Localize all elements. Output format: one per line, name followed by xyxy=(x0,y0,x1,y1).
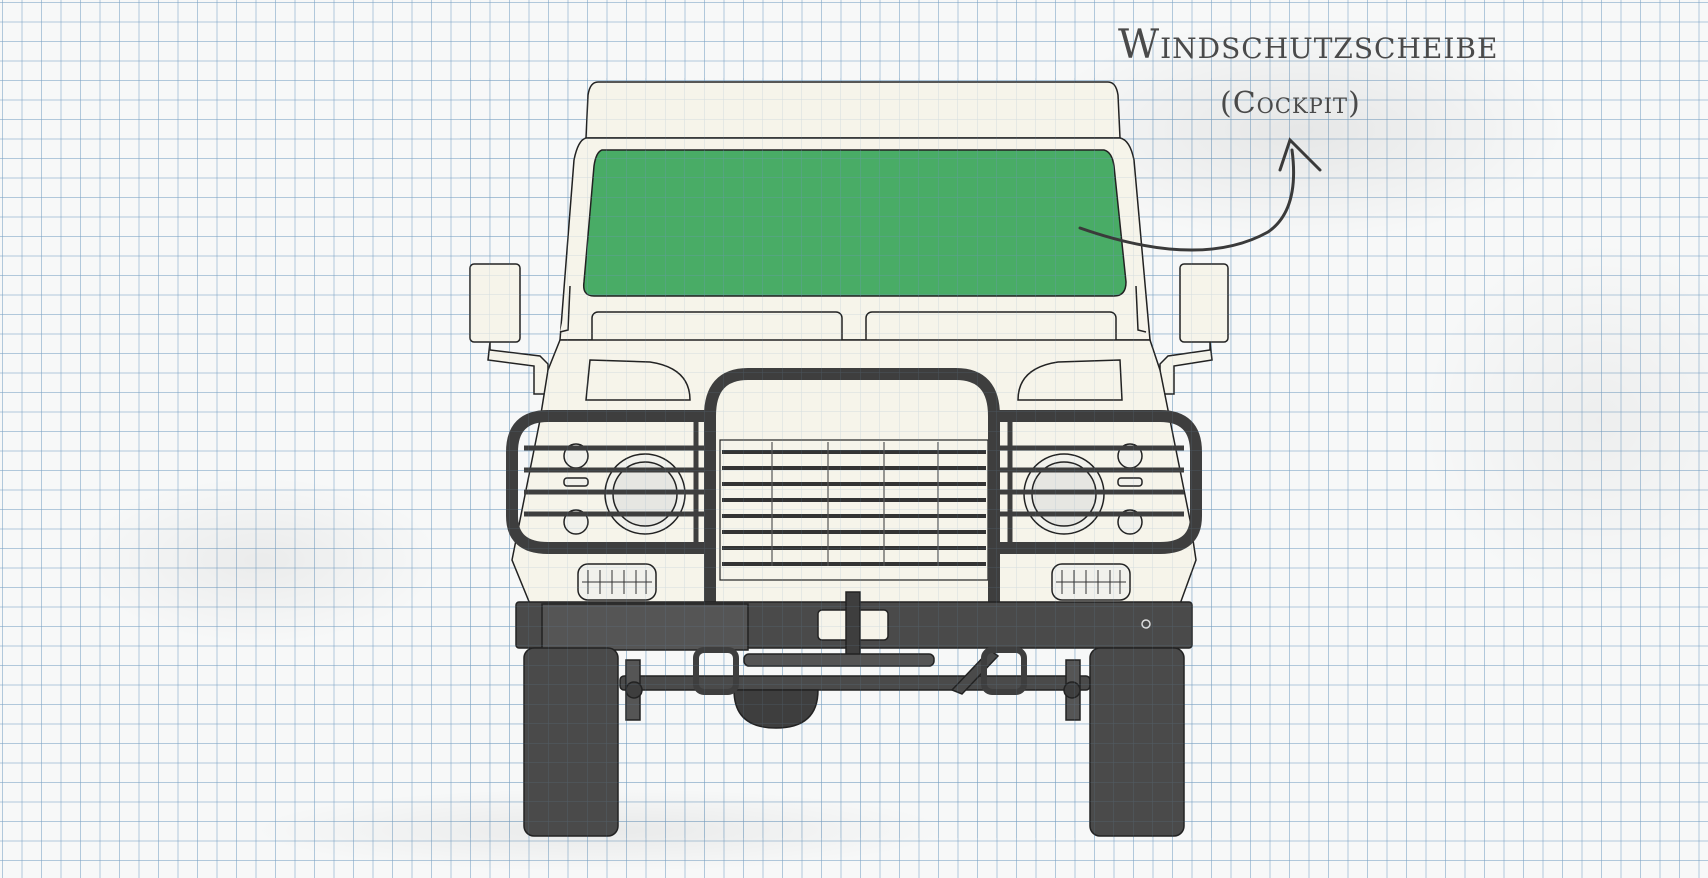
annotation-title: Windschutzscheibe xyxy=(1118,22,1499,68)
annotation-subtitle: (Cockpit) xyxy=(1220,86,1361,121)
annotation-arrow xyxy=(1078,137,1322,252)
vehicle-grid-overlay xyxy=(460,78,1240,838)
